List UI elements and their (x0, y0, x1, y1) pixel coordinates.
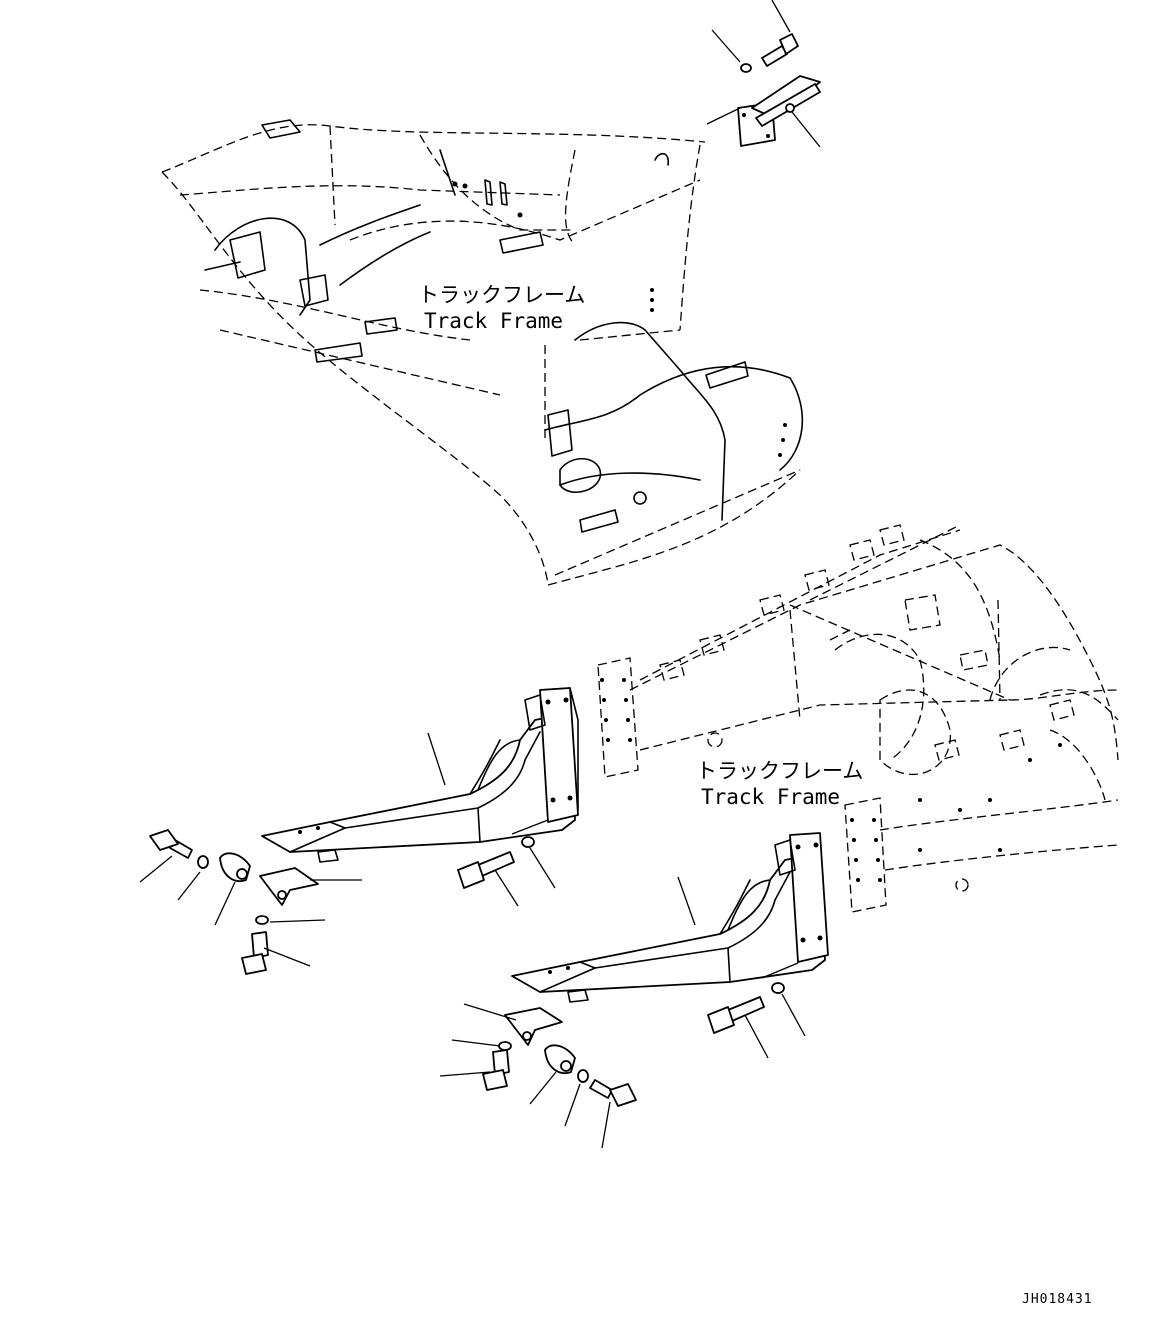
leader-left-pin (214, 881, 236, 926)
track-frame-bottom-label-jp: トラックフレーム (696, 759, 863, 783)
right-step-assembly (439, 832, 829, 1149)
leader-right-lower-washer (451, 1039, 501, 1047)
lower-track-frame-view (597, 524, 1119, 913)
leader-right-pin (529, 1071, 557, 1105)
left-step-bracket (261, 714, 576, 853)
leader-upper-bracket (791, 111, 821, 148)
left-lower-washer (255, 915, 269, 925)
left-step-mount-plate (539, 687, 579, 823)
leader-left-washer (177, 871, 201, 901)
leader-right-bracket (677, 876, 696, 926)
leader-right-long-bolt (744, 1014, 769, 1059)
right-lower-washer (498, 1041, 512, 1051)
leader-left-bolt-upper (139, 855, 173, 883)
right-step-lug (504, 1007, 563, 1046)
leader-right-bolt-lower (439, 1071, 491, 1077)
leader-left-long-bolt (494, 869, 519, 907)
right-washer (577, 1069, 589, 1083)
leader-right-washer (564, 1083, 581, 1127)
leader-left-lower-washer (269, 919, 326, 923)
track-frame-bottom-label-en: Track Frame (701, 785, 840, 809)
leader-left-long-washer (529, 847, 556, 889)
left-step-assembly (139, 687, 579, 975)
right-step-mount-plate (789, 832, 829, 963)
leader-right-lug (463, 1003, 517, 1021)
leader-left-bracket (427, 732, 446, 786)
left-washer (197, 855, 209, 869)
leader-left-bolt-lower (263, 947, 311, 967)
track-frame-top-label-en: Track Frame (424, 309, 563, 333)
left-bolt-lower (251, 931, 269, 959)
upper-track-frame-view (161, 119, 804, 586)
leader-upper-bolt (771, 0, 791, 33)
left-step-lug (259, 867, 319, 906)
leader-right-long-washer (781, 993, 806, 1037)
right-bolt-lower (492, 1049, 510, 1076)
upper-bracket-group (706, 0, 821, 148)
leader-right-bolt (601, 1101, 611, 1149)
right-step-bracket (511, 854, 826, 993)
track-frame-top-label-jp: トラックフレーム (418, 283, 585, 307)
right-bolt (589, 1079, 613, 1099)
left-long-washer (521, 836, 535, 848)
right-long-washer (771, 982, 785, 994)
upper-bracket-bolt-hole (785, 103, 795, 113)
drawing-code: JH018431 (1022, 1292, 1093, 1307)
leader-upper-washer (711, 29, 741, 63)
upper-washer (740, 63, 752, 73)
